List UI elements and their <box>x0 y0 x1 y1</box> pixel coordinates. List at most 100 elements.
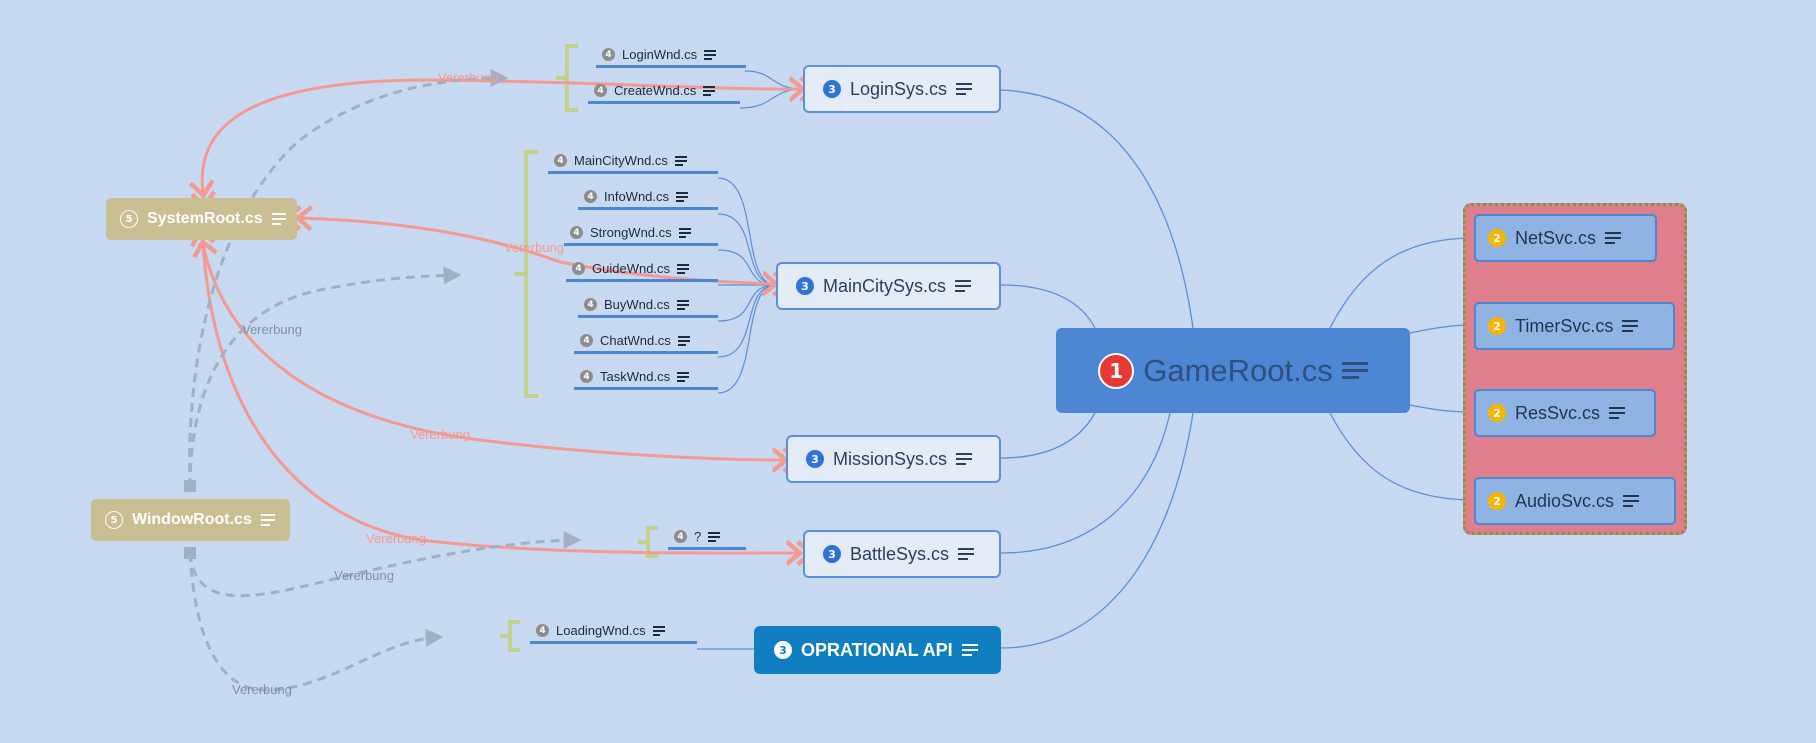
notes-icon[interactable] <box>961 641 978 659</box>
relationship-label[interactable]: Vererbung <box>366 531 426 546</box>
link-root-maincity <box>1000 284 1096 329</box>
priority-badge: 4 <box>572 262 585 275</box>
priority-badge: 4 <box>536 624 549 637</box>
floating-topic-label: SystemRoot.cs <box>147 210 263 227</box>
priority-badge: 4 <box>594 84 607 97</box>
topic-label: NetSvc.cs <box>1515 227 1597 248</box>
priority-badge: 1 <box>1098 352 1135 389</box>
notes-icon[interactable] <box>677 334 690 348</box>
notes-icon[interactable] <box>1623 492 1640 510</box>
notes-icon[interactable] <box>955 277 972 295</box>
subtopic-strong-wnd[interactable]: 4 StrongWnd.cs <box>564 224 718 246</box>
topic-battle-sys[interactable]: 3 BattleSys.cs <box>803 530 1001 578</box>
notes-icon[interactable] <box>703 84 716 98</box>
bracket-maincity <box>514 150 538 398</box>
bracket-battle <box>638 526 658 558</box>
topic-login-sys[interactable]: 3 LoginSys.cs <box>803 65 1001 113</box>
topic-label: LoginSys.cs <box>850 78 948 99</box>
subtopic-create-wnd[interactable]: 4 CreateWnd.cs <box>588 82 740 104</box>
priority-badge: 3 <box>806 450 824 468</box>
gray-to-battle-windows <box>188 531 582 598</box>
priority-badge: 3 <box>823 80 841 98</box>
notes-icon[interactable] <box>676 298 689 312</box>
floating-topic-label: WindowRoot.cs <box>132 511 252 528</box>
subtopic-label: BuyWnd.cs <box>604 297 670 312</box>
topic-label: MainCitySys.cs <box>823 275 947 296</box>
notes-icon[interactable] <box>708 530 721 544</box>
priority-badge: 3 <box>774 641 792 659</box>
topic-maincity-sys[interactable]: 3 MainCitySys.cs <box>776 262 1001 310</box>
bracket-api <box>500 620 520 652</box>
floating-topic-window-root[interactable]: 5 WindowRoot.cs <box>91 499 290 541</box>
link-root-battle <box>1000 412 1171 554</box>
notes-icon[interactable] <box>1605 229 1622 247</box>
root-topic-label: GameRoot.cs <box>1143 352 1333 388</box>
subtopic-label: TaskWnd.cs <box>600 369 671 384</box>
subtopic-maincity-wnd[interactable]: 4 MainCityWnd.cs <box>548 152 718 174</box>
topic-label: ResSvc.cs <box>1515 402 1601 423</box>
topic-audio-svc[interactable]: 2 AudioSvc.cs <box>1474 477 1676 525</box>
floating-topic-system-root[interactable]: 5 SystemRoot.cs <box>106 198 297 240</box>
subtopic-battle-unknown[interactable]: 4 ? <box>668 528 746 550</box>
notes-icon[interactable] <box>704 48 717 62</box>
subtopic-login-wnd[interactable]: 4 LoginWnd.cs <box>596 46 746 68</box>
subtopic-label: StrongWnd.cs <box>590 225 672 240</box>
subtopic-label: LoginWnd.cs <box>622 47 698 62</box>
subtopic-label: GuideWnd.cs <box>592 261 671 276</box>
subtopic-label: MainCityWnd.cs <box>574 153 668 168</box>
red-to-login <box>202 80 803 193</box>
subtopic-info-wnd[interactable]: 4 InfoWnd.cs <box>578 188 718 210</box>
notes-icon[interactable] <box>652 624 665 638</box>
notes-icon[interactable] <box>956 450 973 468</box>
topic-label: AudioSvc.cs <box>1515 490 1615 511</box>
notes-icon[interactable] <box>677 262 690 276</box>
link-root-netsvc <box>1329 237 1475 329</box>
topic-label: TimerSvc.cs <box>1515 315 1614 336</box>
red-to-battle <box>201 243 800 553</box>
topic-mission-sys[interactable]: 3 MissionSys.cs <box>786 435 1001 483</box>
priority-badge: 5 <box>105 511 123 529</box>
relationship-label[interactable]: Vererbung <box>232 682 292 697</box>
topic-label: BattleSys.cs <box>850 543 950 564</box>
topic-res-svc[interactable]: 2 ResSvc.cs <box>1474 389 1656 437</box>
notes-icon[interactable] <box>676 190 689 204</box>
subtopic-buy-wnd[interactable]: 4 BuyWnd.cs <box>578 296 718 318</box>
notes-icon[interactable] <box>271 210 286 228</box>
relationship-label[interactable]: Vererbung <box>410 427 470 442</box>
gray-to-login-windows <box>188 69 509 488</box>
relationship-label[interactable]: Vererbung <box>242 322 302 337</box>
notes-icon[interactable] <box>677 370 690 384</box>
priority-badge: 5 <box>120 210 138 228</box>
subtopic-chat-wnd[interactable]: 4 ChatWnd.cs <box>574 332 718 354</box>
priority-badge: 2 <box>1488 229 1506 247</box>
notes-icon[interactable] <box>958 545 975 563</box>
link-root-audiosvc <box>1329 412 1475 501</box>
root-topic[interactable]: 1 GameRoot.cs <box>1056 328 1410 413</box>
priority-badge: 4 <box>554 154 567 167</box>
relationship-label[interactable]: Vererbung <box>504 240 564 255</box>
priority-badge: 3 <box>823 545 841 563</box>
subtopic-label: InfoWnd.cs <box>604 189 670 204</box>
notes-icon[interactable] <box>1609 404 1626 422</box>
relationship-label[interactable]: Vererbung <box>334 568 394 583</box>
topic-net-svc[interactable]: 2 NetSvc.cs <box>1474 214 1657 262</box>
topic-operational-api[interactable]: 3 OPRATIONAL API <box>754 626 1001 674</box>
gray-to-api-windows <box>188 552 444 692</box>
topic-timer-svc[interactable]: 2 TimerSvc.cs <box>1474 302 1675 350</box>
notes-icon[interactable] <box>678 226 691 240</box>
relationship-label[interactable]: Vererbung <box>438 70 498 85</box>
notes-icon[interactable] <box>674 154 687 168</box>
notes-icon[interactable] <box>1622 317 1639 335</box>
priority-badge: 3 <box>796 277 814 295</box>
subtopic-task-wnd[interactable]: 4 TaskWnd.cs <box>574 368 718 390</box>
priority-badge: 4 <box>602 48 615 61</box>
subtopic-guide-wnd[interactable]: 4 GuideWnd.cs <box>566 260 718 282</box>
notes-icon[interactable] <box>956 80 973 98</box>
notes-icon[interactable] <box>1341 358 1368 383</box>
subtopic-loading-wnd[interactable]: 4 LoadingWnd.cs <box>530 622 697 644</box>
notes-icon[interactable] <box>260 511 275 529</box>
subtopic-label: ChatWnd.cs <box>600 333 671 348</box>
priority-badge: 2 <box>1488 317 1506 335</box>
priority-badge: 2 <box>1488 492 1506 510</box>
